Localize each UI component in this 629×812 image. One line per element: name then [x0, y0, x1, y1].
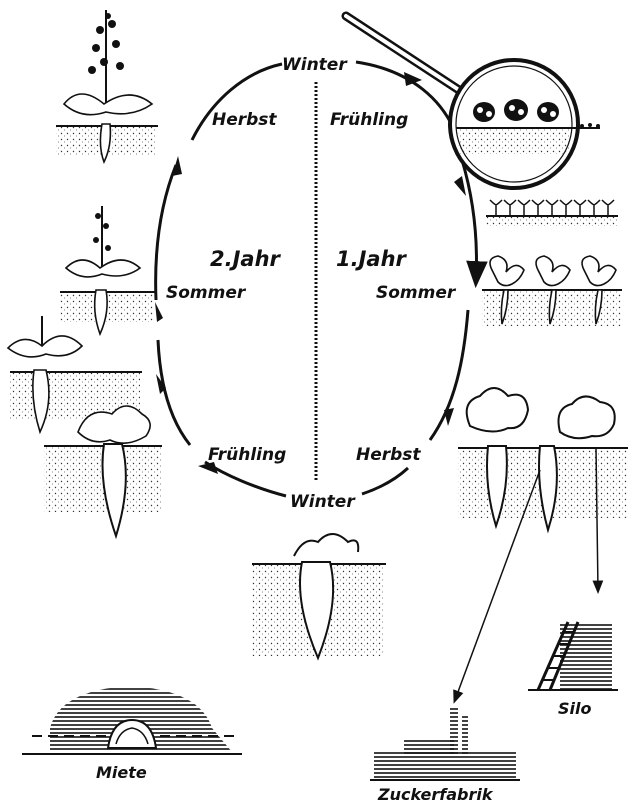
- factory-icon: [370, 708, 520, 780]
- label-left-spring: Frühling: [208, 445, 286, 465]
- label-first-year: 1.Jahr: [336, 247, 408, 271]
- ring-segment-summer-autumn-left: [156, 165, 176, 300]
- clamp-icon: [22, 686, 242, 754]
- ring-segment-spring-summer: [462, 160, 476, 280]
- label-winter-top: Winter: [282, 55, 348, 75]
- label-right-summer: Sommer: [376, 283, 457, 303]
- flowering-beet-top: [56, 10, 158, 162]
- ring-segment-autumn-winter: [362, 468, 408, 494]
- replanted-beet: [44, 406, 162, 536]
- magnifier-icon: [346, 16, 600, 188]
- seedling-row: [486, 200, 618, 226]
- label-second-year: 2.Jahr: [210, 247, 282, 271]
- arrow-icon: [454, 176, 466, 196]
- ring-arrows: [155, 72, 466, 474]
- ring-segment-winter-spring-left: [205, 462, 286, 496]
- label-silo: Silo: [558, 699, 591, 718]
- label-factory: Zuckerfabrik: [377, 785, 494, 804]
- silo-icon: [528, 622, 618, 690]
- young-beet-plants: [482, 256, 622, 326]
- arrow-icon: [444, 408, 454, 426]
- label-clamp: Miete: [96, 763, 147, 782]
- label-right-autumn: Herbst: [356, 445, 421, 465]
- flowering-beet-middle: [60, 206, 156, 334]
- label-right-spring: Frühling: [330, 110, 408, 130]
- label-left-autumn: Herbst: [212, 110, 277, 130]
- arrow-icon: [172, 156, 182, 176]
- mature-beets: [458, 388, 628, 530]
- ring-segment-spring-summer-left: [158, 340, 190, 445]
- label-left-summer: Sommer: [166, 283, 247, 303]
- wintering-beet: [252, 534, 386, 658]
- arrow-icon: [155, 302, 163, 322]
- label-winter-bottom: Winter: [290, 492, 356, 512]
